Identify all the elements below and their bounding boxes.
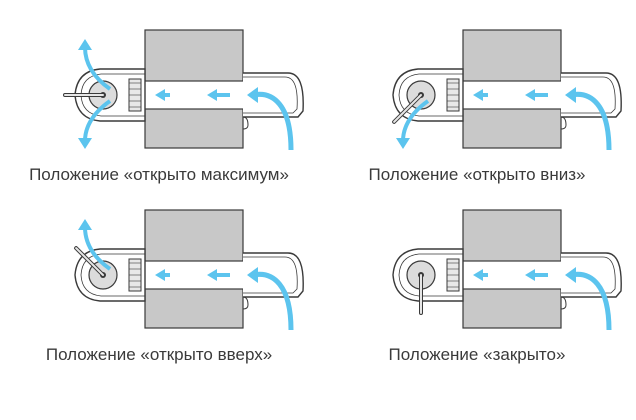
diagram-open-down — [392, 29, 622, 151]
outer-hood-inner — [243, 76, 298, 114]
inlet-arrow — [252, 271, 294, 331]
flow-arrow-head — [525, 269, 535, 281]
panel-open-up: Положение «открыто вверх» — [0, 209, 318, 420]
ventilator-open-up — [74, 209, 304, 331]
damper-lever-hl — [393, 94, 422, 123]
caption-open-max: Положение «открыто максимум» — [29, 165, 289, 184]
hood-lug — [560, 296, 567, 310]
inlet-arrow-head — [565, 267, 576, 283]
outer-hood — [561, 72, 622, 118]
outer-hood-inner — [243, 256, 298, 294]
outer-hood — [561, 252, 622, 298]
ventilator-open-down — [392, 29, 622, 151]
inner-housing-inner — [398, 253, 463, 297]
ventilator-closed — [392, 209, 622, 331]
inlet-arrow — [252, 91, 294, 151]
inlet-arrow-head — [565, 87, 576, 103]
outer-hood-inner — [561, 256, 616, 294]
flow-arrow-head — [207, 89, 217, 101]
outlet-arrow-up — [83, 226, 112, 271]
inlet-arrow-head — [247, 87, 258, 103]
outlet-arrow-down-head — [396, 138, 410, 149]
hood-lug — [560, 116, 567, 130]
inlet-arrow-head — [247, 267, 258, 283]
flow-arrow-head — [473, 89, 483, 101]
panel-open-max: Положение «открыто максимум» — [0, 0, 318, 210]
caption-closed: Положение «закрыто» — [388, 345, 566, 364]
outer-hood — [243, 72, 304, 118]
panel-open-down: Положение «открыто вниз» — [318, 0, 636, 210]
ventilator-open-max — [63, 29, 304, 151]
flow-arrow-head — [155, 269, 165, 281]
diagram-closed — [392, 209, 622, 331]
diagram-open-up — [74, 209, 304, 331]
outer-hood — [243, 252, 304, 298]
outlet-arrow-up-head — [78, 219, 92, 230]
inlet-arrow — [570, 271, 612, 331]
hood-lug — [242, 296, 249, 310]
panel-closed: Положение «закрыто» — [318, 209, 636, 420]
damper-lever-hl — [75, 247, 104, 276]
outer-hood-inner — [561, 76, 616, 114]
hood-lug — [242, 116, 249, 130]
caption-open-down: Положение «открыто вниз» — [368, 165, 586, 184]
flow-arrow-head — [207, 269, 217, 281]
diagram-open-max — [63, 29, 304, 151]
outlet-arrow-up — [83, 46, 112, 91]
outlet-arrow-up-head — [78, 39, 92, 50]
flow-arrow-head — [473, 269, 483, 281]
inlet-arrow — [570, 91, 612, 151]
outlet-arrow-down-head — [78, 138, 92, 149]
flow-arrow-head — [155, 89, 165, 101]
caption-open-up: Положение «открыто вверх» — [45, 345, 273, 364]
flow-arrow-head — [525, 89, 535, 101]
